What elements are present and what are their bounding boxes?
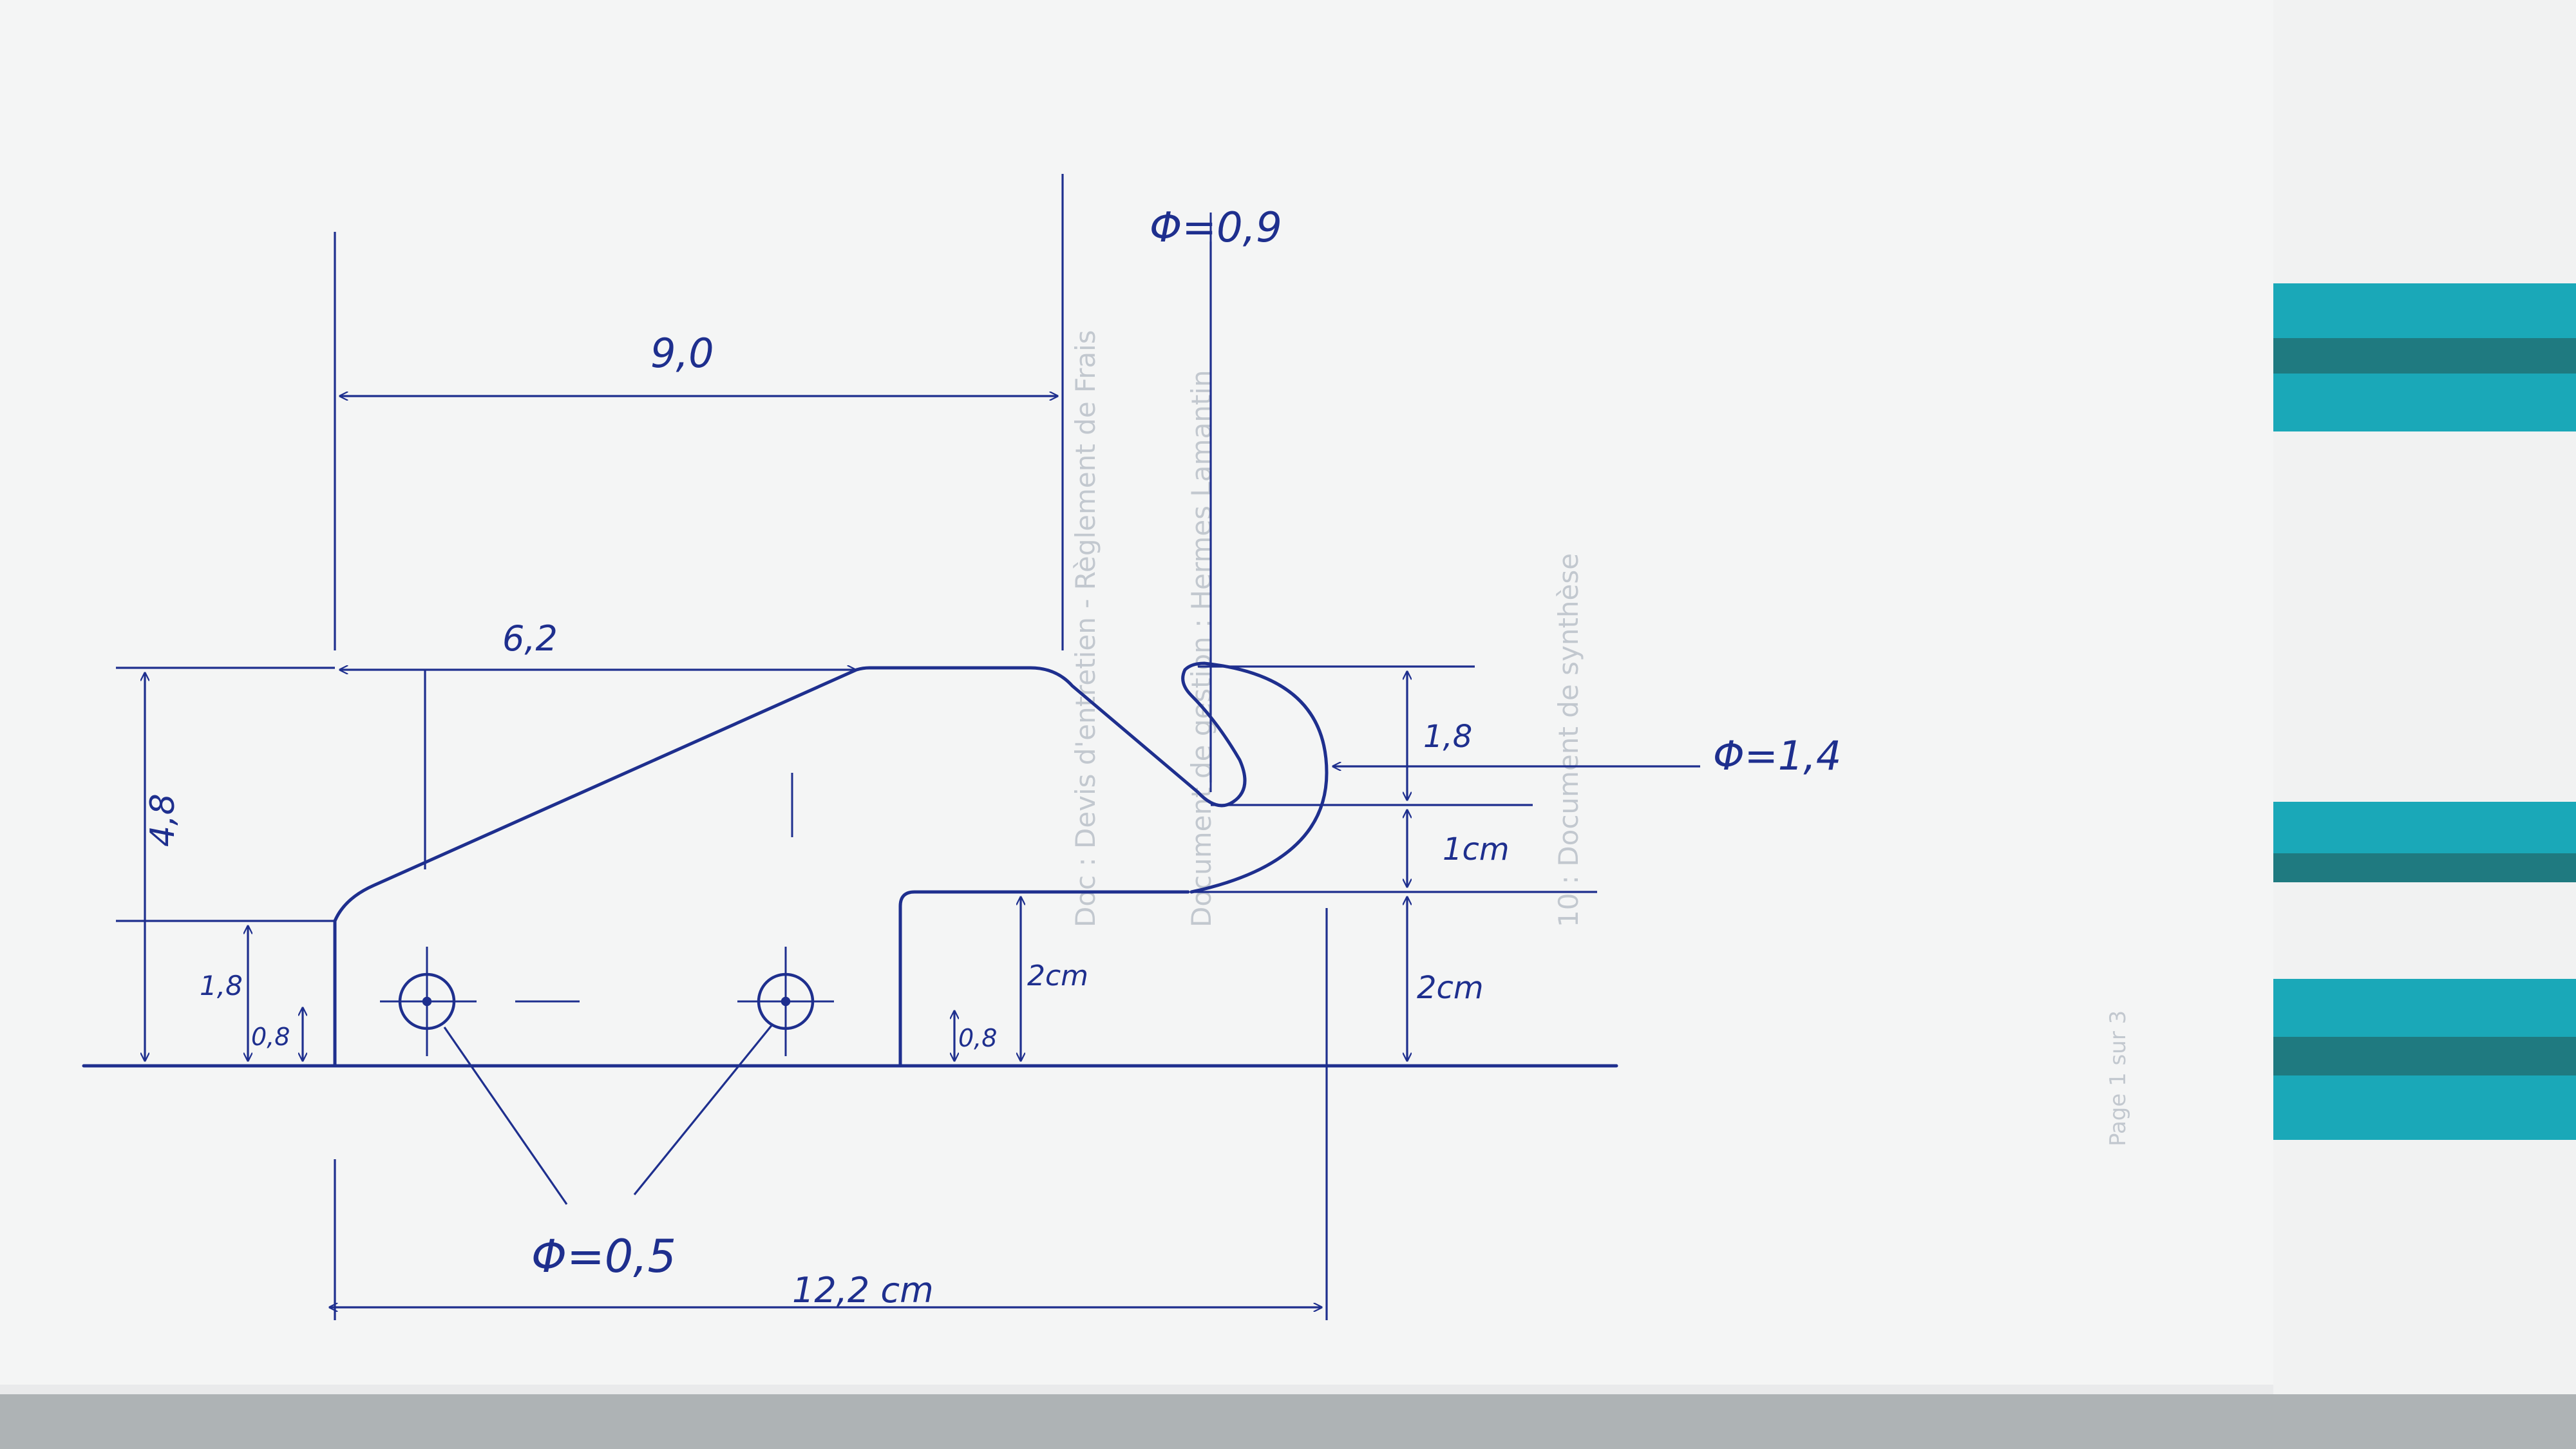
- label-small-holes: Φ=0,5: [531, 1230, 676, 1283]
- stripe: [2273, 374, 2576, 431]
- label-hook-hole: Φ=1,4: [1713, 732, 1841, 779]
- label-notch-middle: 1cm: [1443, 831, 1510, 867]
- striped-fabric: [2273, 0, 2576, 1449]
- label-total-height: 4,8: [144, 793, 182, 847]
- stripe: [2273, 802, 2576, 853]
- stripe: [2273, 979, 2576, 1037]
- label-foot-height: 1,8: [200, 970, 243, 1001]
- label-tab-height: 2cm: [1027, 960, 1088, 992]
- bleed-line: 10 : Document de synthèse: [1553, 553, 1584, 927]
- stripe: [2273, 338, 2576, 374]
- bleed-through-text: Doc : Devis d'entretien - Règlement de F…: [1070, 330, 2131, 1146]
- label-slope-length: 6,2: [502, 618, 558, 659]
- bleed-line: Document de gestion : Hermes Lamantin: [1186, 370, 1217, 927]
- floor-strip: [0, 1394, 2576, 1449]
- label-hole-offset-right: 0,8: [958, 1024, 997, 1052]
- label-slot-hole: Φ=0,9: [1150, 204, 1282, 252]
- label-hole-offset-left: 0,8: [251, 1023, 290, 1051]
- label-notch-upper: 1,8: [1423, 719, 1472, 755]
- paper-sheet: [0, 0, 2273, 1385]
- part-outline: [82, 661, 1618, 1068]
- dimension-labels: 12,2 cm 6,2 9,0 4,8 1,8 0,8 0,8 2cm 1,8 …: [144, 204, 1841, 1311]
- label-slot-depth: 9,0: [650, 330, 714, 377]
- label-notch-lower: 2cm: [1417, 970, 1484, 1006]
- stripe: [2273, 1037, 2576, 1075]
- stripe: [2273, 853, 2576, 882]
- stripe: [2273, 1075, 2576, 1140]
- bleed-line: Page 1 sur 3: [2105, 1010, 2131, 1146]
- stripe: [2273, 283, 2576, 338]
- dimension-lines: [116, 174, 1700, 1320]
- label-overall-length: 12,2 cm: [792, 1270, 934, 1311]
- bleed-line: Doc : Devis d'entretien - Règlement de F…: [1070, 330, 1101, 927]
